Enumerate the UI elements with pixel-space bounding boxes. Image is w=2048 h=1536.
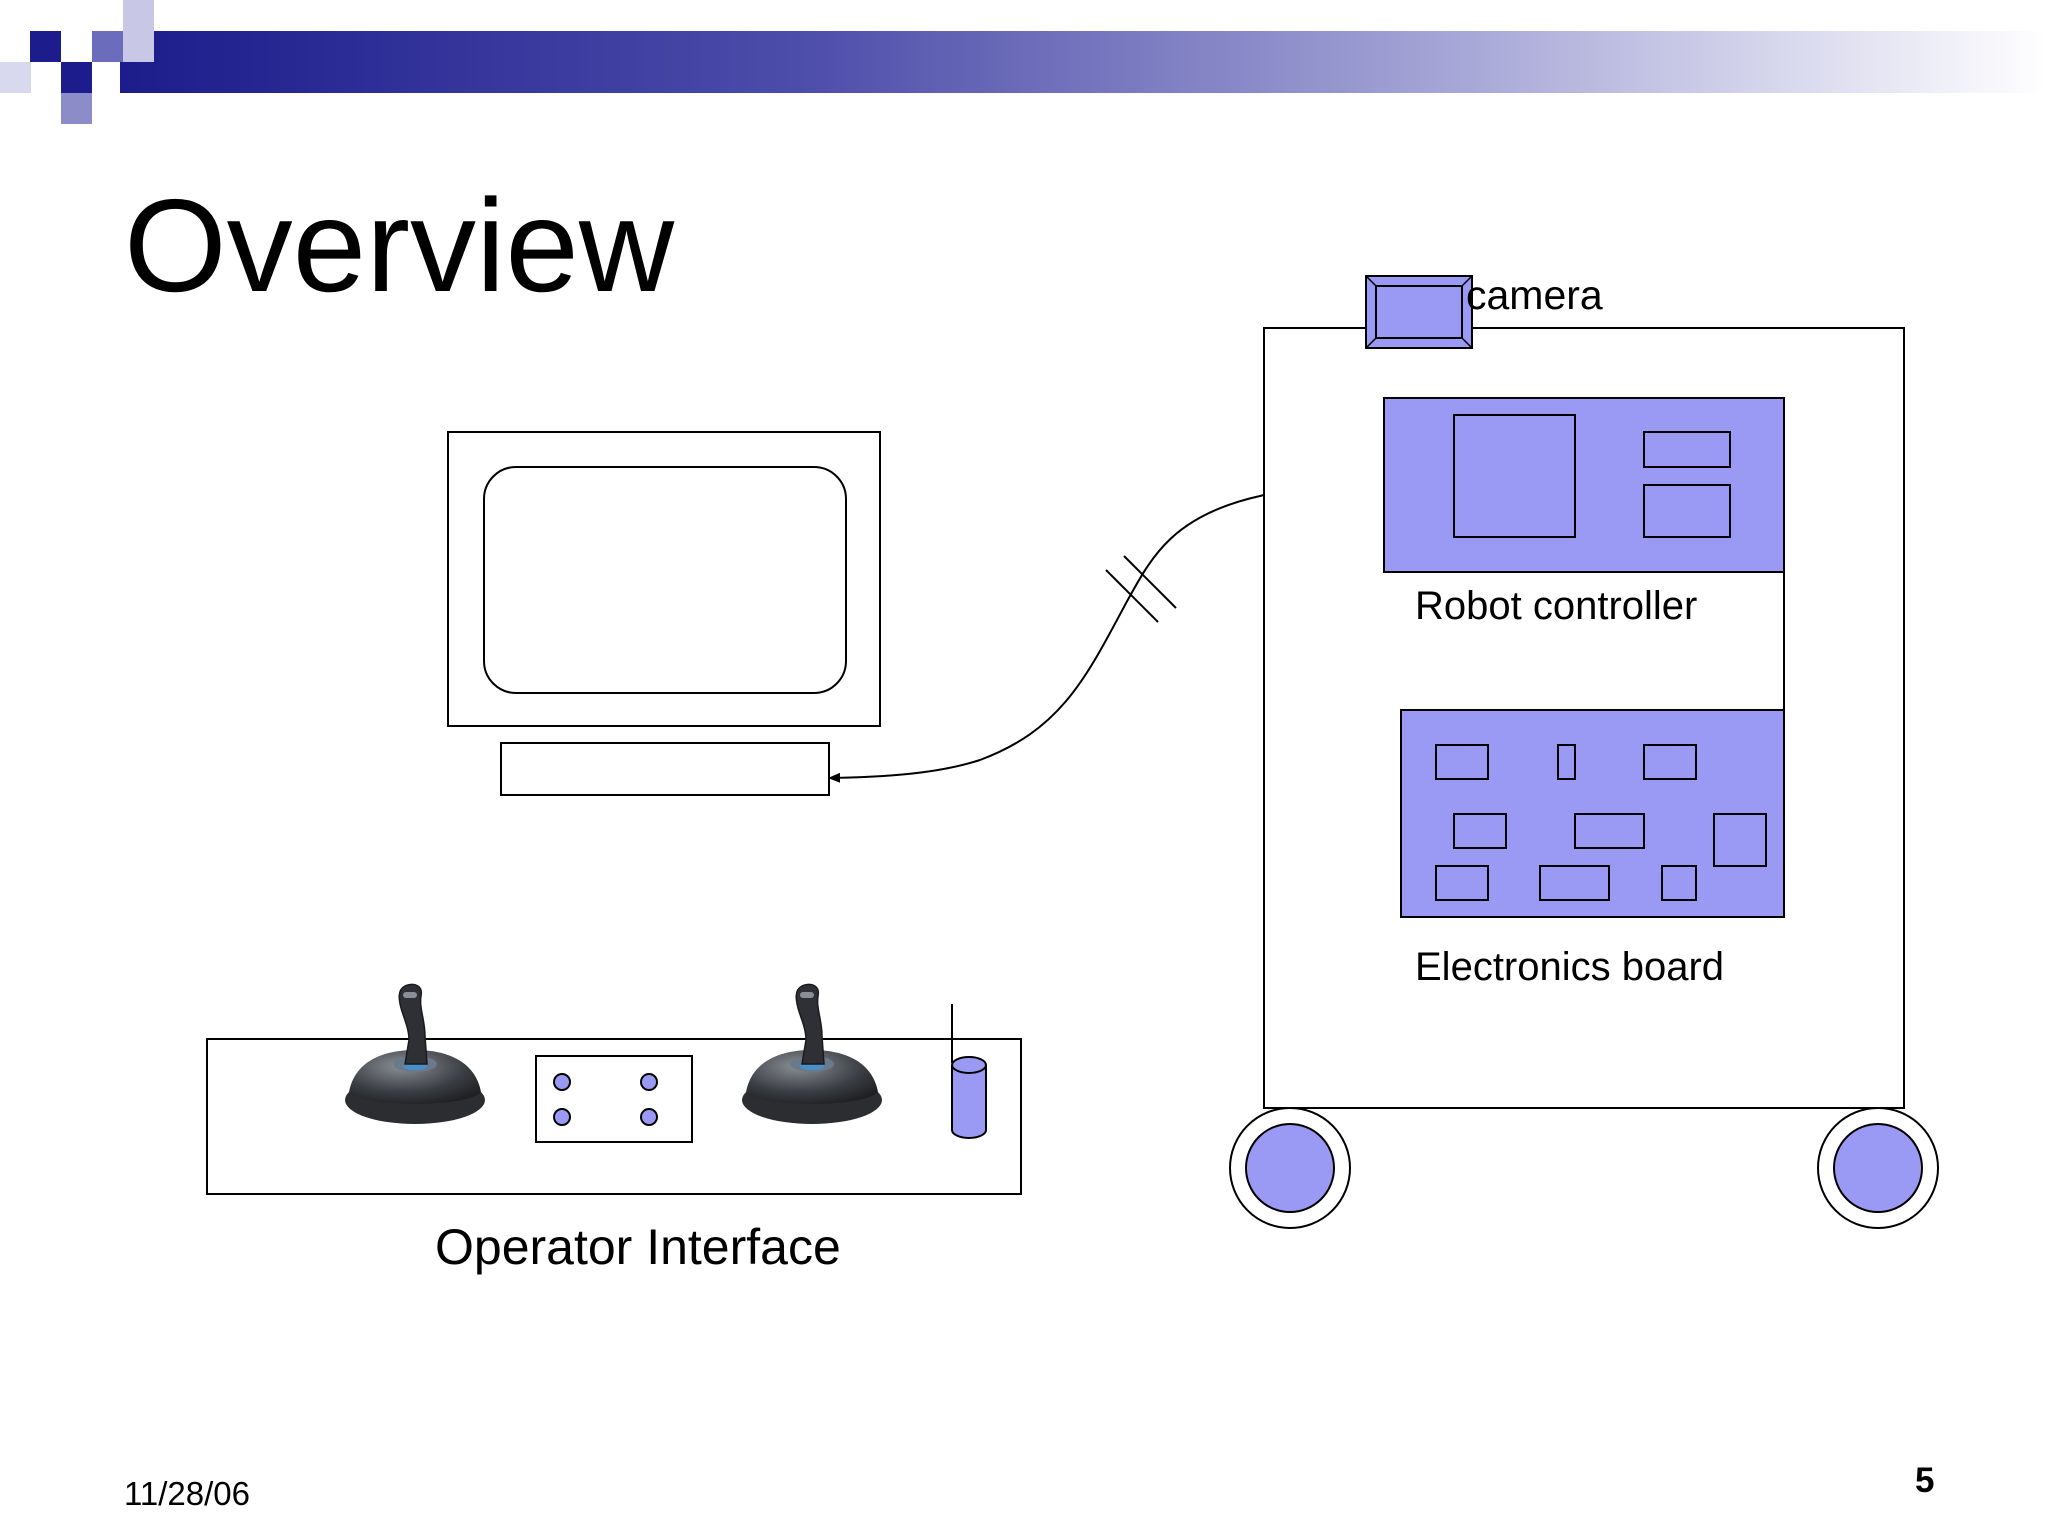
antenna-icon (951, 1004, 987, 1139)
robot-controller-board (1383, 397, 1785, 573)
header-decoration (0, 0, 2048, 125)
electronics-board-label: Electronics board (1415, 945, 1725, 989)
wireless-break-marks (1105, 555, 1177, 623)
wheel-icon (1817, 1107, 1939, 1229)
monitor-icon (447, 431, 881, 727)
robot-controller-label: Robot controller (1415, 584, 1698, 628)
joystick-icon (345, 983, 485, 1124)
footer-date: 11/28/06 (124, 1475, 251, 1512)
joystick-icon (742, 983, 882, 1124)
camera-label: camera (1466, 272, 1603, 318)
wheel-icon (1229, 1107, 1351, 1229)
button-panel (535, 1055, 693, 1143)
operator-interface-label: Operator Interface (435, 1219, 841, 1275)
camera-icon (1365, 275, 1473, 349)
slide-title: Overview (124, 172, 675, 319)
page-number: 5 (1915, 1461, 1935, 1500)
electronics-board (1400, 709, 1785, 918)
keyboard-icon (500, 742, 830, 796)
